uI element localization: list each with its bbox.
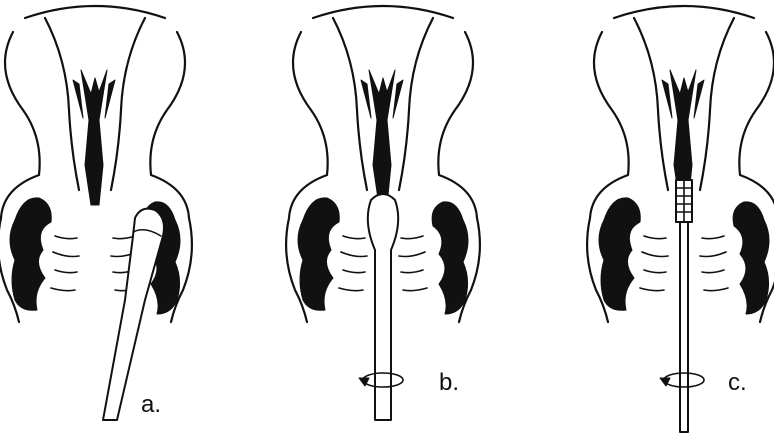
panel-label-a: a.	[141, 391, 161, 418]
panel-c: c.	[587, 6, 774, 432]
spatula-icon	[103, 209, 164, 420]
brush-icon	[676, 180, 692, 432]
panel-label-b: b.	[439, 369, 459, 396]
anatomy-a	[0, 6, 192, 322]
panel-label-c: c.	[728, 369, 747, 396]
panel-a: a.	[0, 6, 192, 420]
panel-b: b.	[286, 6, 480, 420]
